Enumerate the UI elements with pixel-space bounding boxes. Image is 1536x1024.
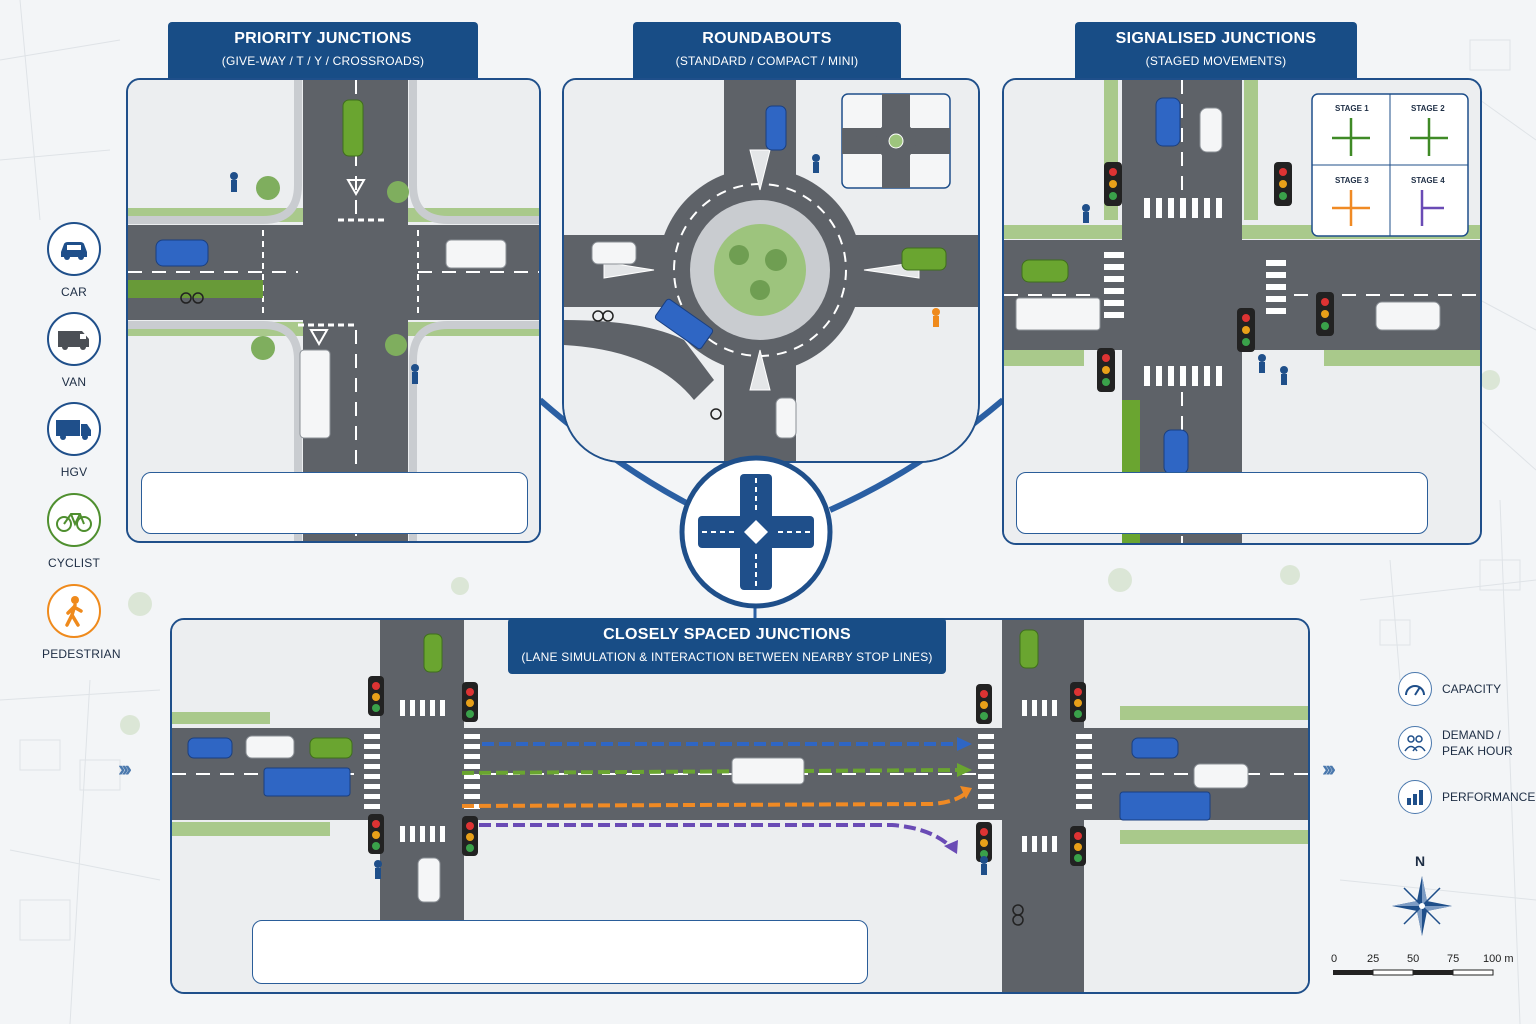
flow-out-chevrons-icon: ›››	[1322, 756, 1336, 781]
people-icon	[1398, 726, 1432, 760]
stage-1-label: STAGE 1	[1335, 104, 1369, 113]
metric-demand-line1: DEMAND /	[1442, 728, 1501, 742]
stage-2-label: STAGE 2	[1411, 104, 1445, 113]
scale-tick-100: 100 m	[1483, 953, 1514, 965]
priority-title: PRIORITY JUNCTIONS	[234, 30, 412, 47]
cyclist-icon	[47, 493, 101, 547]
priority-junctions-header: PRIORITY JUNCTIONS (GIVE-WAY / T / Y / C…	[168, 22, 478, 78]
junction-emblem-icon	[679, 455, 833, 609]
signalised-junctions-panel: STAGE 1 STAGE 2 STAGE 3 STAGE 4	[1002, 78, 1482, 545]
pedestrian-icon	[47, 584, 101, 638]
metric-capacity-line1: CAPACITY	[1442, 682, 1502, 696]
bar-chart-icon	[1398, 780, 1432, 814]
scale-tick-75: 75	[1447, 953, 1460, 965]
closely-spaced-subtitle: (LANE SIMULATION & INTERACTION BETWEEN N…	[521, 650, 933, 664]
legend-van-label: VAN	[61, 375, 87, 389]
priority-junctions-panel	[126, 78, 541, 543]
scale-tick-25: 25	[1367, 953, 1380, 965]
closely-spaced-junctions-panel	[170, 618, 1310, 994]
gauge-icon	[1398, 672, 1432, 706]
closely-spaced-title: CLOSELY SPACED JUNCTIONS	[603, 626, 851, 643]
signalised-subtitle: (STAGED MOVEMENTS)	[1145, 54, 1287, 68]
legend-pedestrian-label: PEDESTRIAN	[42, 647, 121, 661]
hgv-icon	[47, 402, 101, 456]
legend-cyclist-label: CYCLIST	[47, 556, 101, 570]
closely-spaced-caption-box	[252, 920, 868, 984]
metric-demand-label: DEMAND / PEAK HOUR	[1442, 727, 1513, 759]
legend-car: CAR	[42, 222, 106, 299]
metric-performance-label: PERFORMANCE	[1442, 789, 1535, 805]
scale-bar	[1333, 969, 1494, 976]
priority-subtitle: (GIVE-WAY / T / Y / CROSSROADS)	[221, 54, 425, 68]
roundabout-map	[564, 80, 978, 461]
metric-capacity-label: CAPACITY	[1442, 681, 1501, 697]
compass-north-label: N	[1415, 853, 1426, 869]
van-icon	[47, 312, 101, 366]
roundabouts-header: ROUNDABOUTS (STANDARD / COMPACT / MINI)	[633, 22, 901, 78]
signalised-junctions-header: SIGNALISED JUNCTIONS (STAGED MOVEMENTS)	[1075, 22, 1357, 78]
legend-hgv: HGV	[42, 402, 106, 479]
metric-performance-line1: PERFORMANCE	[1442, 790, 1536, 804]
roundabouts-title: ROUNDABOUTS	[702, 30, 832, 47]
scale-tick-0: 0	[1331, 953, 1338, 965]
priority-junction-map	[128, 80, 539, 541]
metric-performance: PERFORMANCE	[1398, 780, 1535, 814]
legend-car-label: CAR	[61, 285, 87, 299]
car-icon	[47, 222, 101, 276]
compass-rose-icon	[1392, 876, 1452, 936]
stage-4-label: STAGE 4	[1411, 176, 1445, 185]
priority-caption-box	[141, 472, 528, 534]
stage-3-label: STAGE 3	[1335, 176, 1369, 185]
legend-hgv-label: HGV	[60, 465, 88, 479]
legend-pedestrian: PEDESTRIAN	[42, 584, 121, 661]
signalised-title: SIGNALISED JUNCTIONS	[1115, 30, 1317, 47]
metric-capacity: CAPACITY	[1398, 672, 1501, 706]
legend-van: VAN	[42, 312, 106, 389]
signalised-caption-box	[1016, 472, 1428, 534]
roundabouts-subtitle: (STANDARD / COMPACT / MINI)	[675, 54, 859, 68]
signalised-junction-map	[1004, 80, 1480, 543]
roundabouts-panel	[562, 78, 980, 463]
flow-in-chevrons-icon: ›››	[118, 756, 132, 781]
closely-spaced-junctions-header: CLOSELY SPACED JUNCTIONS (LANE SIMULATIO…	[508, 618, 946, 674]
metric-demand-line2: PEAK HOUR	[1442, 744, 1513, 758]
scale-tick-50: 50	[1407, 953, 1420, 965]
legend-cyclist: CYCLIST	[42, 493, 106, 570]
metric-demand: DEMAND / PEAK HOUR	[1398, 726, 1513, 760]
